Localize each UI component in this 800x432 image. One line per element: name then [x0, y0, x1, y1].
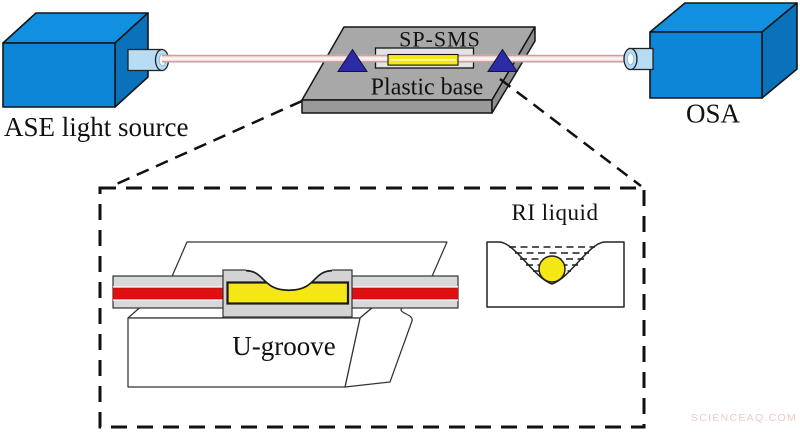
fiber-clamp-left [337, 48, 368, 72]
ase-light-source-box [2, 12, 149, 108]
osa-ferrule-hole [626, 52, 635, 66]
sp-sms-label: SP-SMS [399, 27, 481, 52]
ri-liquid-label: RI liquid [512, 200, 599, 225]
polished-dip-curve [245, 269, 333, 292]
polished-dip-fill [246, 268, 332, 291]
watermark: SCIENCEAQ.COM [691, 412, 797, 424]
plastic-base-label: Plastic base [371, 75, 484, 101]
zoom-leader-right [499, 78, 642, 187]
ase-label: ASE light source [4, 112, 188, 142]
ri-liquid-drop [538, 255, 566, 283]
u-groove-block-front-face [127, 317, 361, 388]
platform-front-face [301, 99, 493, 114]
zoom-dashed-box [98, 186, 646, 429]
zoom-leader-left [111, 99, 303, 188]
ase-box-front-face [2, 42, 116, 108]
osa-box [649, 2, 798, 99]
polished-mmf-section [222, 268, 353, 318]
sms-fiber-section [387, 53, 459, 66]
u-groove-label: U-groove [232, 331, 335, 361]
fiber-clamp-right [487, 48, 518, 72]
osa-fiber-connector [623, 47, 654, 71]
ri-liquid-container [486, 241, 625, 308]
osa-box-front-face [649, 31, 763, 99]
osa-label: OSA [686, 99, 741, 129]
